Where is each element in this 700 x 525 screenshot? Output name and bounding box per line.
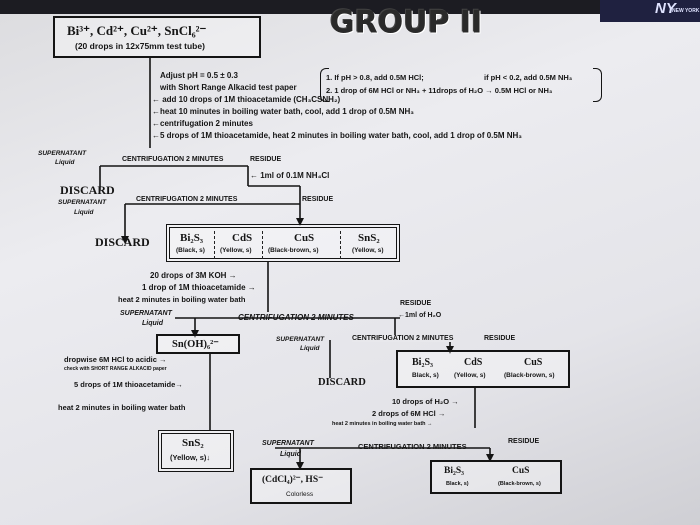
l1-liquid: Liquid (55, 159, 75, 166)
ph-note-1b: if pH < 0.2, add 0.5M NH₃ (484, 73, 573, 82)
logo-top: NY (655, 0, 676, 17)
l4-supernatant: SUPERNATANT (276, 336, 325, 343)
start-box: Bi³⁺, Cd²⁺, Cu²⁺, SnCl₆²⁻ (20 drops in 1… (53, 16, 261, 58)
residue1-1-note: (Yellow, s) (454, 372, 486, 379)
residue-box-1: Bi₂S₃ Black, s) CdS (Yellow, s) CuS (Bla… (396, 350, 570, 388)
l2-residue: RESIDUE (302, 196, 334, 203)
step-1-2: ← add 10 drops of 1M thioacetamide (CH₃C… (152, 95, 341, 104)
l4-liquid: Liquid (300, 345, 320, 352)
sulfide-3-formula: SnS₂ (358, 232, 380, 244)
tin-hydroxide-box: Sn(OH)₆²⁻ (156, 334, 240, 354)
cd-note: Colorless (286, 491, 314, 498)
residue1-0-formula: Bi₂S₃ (412, 357, 434, 368)
l1-centrifuge: CENTRIFUGATION 2 MINUTES (122, 156, 224, 163)
l4-residue: RESIDUE (484, 335, 516, 342)
step-1-1: with Short Range Alkacid test paper (160, 83, 297, 92)
step-2-2: heat 2 minutes in boiling water bath (118, 295, 246, 304)
step-1-4: ←centrifugation 2 minutes (152, 119, 253, 128)
start-note: (20 drops in 12x75mm test tube) (75, 41, 205, 51)
step-3-3: heat 2 minutes in boiling water bath (58, 403, 186, 412)
l1-discard: DISCARD (60, 183, 115, 197)
l2-centrifuge: CENTRIFUGATION 2 MINUTES (136, 196, 238, 203)
sulfide-divider-2 (262, 231, 263, 259)
sulfide-2-formula: CuS (294, 232, 315, 244)
logo-bottom: NEW YORK (672, 8, 700, 14)
residue1-2-formula: CuS (524, 357, 543, 368)
sns2-box: SnS₂ (Yellow, s)↓ (158, 430, 234, 472)
step-3-1: check with SHORT RANGE ALKACID paper (64, 366, 167, 372)
sulfide-3-note: (Yellow, s) (352, 247, 384, 254)
l3-wash: ←1ml of H₂O (398, 312, 442, 319)
l2-discard: DISCARD (95, 235, 150, 249)
cd-formula: (CdCl₄)²⁻, HS⁻ (262, 475, 324, 485)
l4-discard: DISCARD (318, 377, 366, 388)
sulfide-divider-1 (214, 231, 215, 259)
sulfide-1-note: (Yellow, s) (220, 247, 252, 254)
step-4-0: 10 drops of H₂O → (392, 397, 459, 406)
l4-centrifuge: CENTRIFUGATION 2 MINUTES (352, 335, 454, 342)
residue2-0-note: Black, s) (446, 481, 469, 487)
l2-supernatant: SUPERNATANT (58, 199, 107, 206)
l5-supernatant: SUPERNATANT (262, 440, 314, 447)
step-1-0: Adjust pH = 0.5 ± 0.3 (160, 71, 238, 80)
tin-hydroxide: Sn(OH)₆²⁻ (172, 339, 219, 350)
sulfide-2-note: (Black-brown, s) (268, 247, 319, 254)
l3-centrifuge: CENTRIFUGATION 2 MINUTES (238, 313, 354, 322)
step-1-5: ←5 drops of 1M thioacetamide, heat 2 min… (152, 131, 522, 140)
residue2-0-formula: Bi₂S₃ (444, 466, 464, 476)
l5-liquid: Liquid (280, 451, 301, 458)
step-3-0: dropwise 6M HCl to acidic → (64, 355, 167, 364)
l5-residue: RESIDUE (508, 438, 540, 445)
residue-box-2: Bi₂S₃ Black, s) CuS (Black-brown, s) (430, 460, 562, 494)
step-2-1: 1 drop of 1M thioacetamide → (142, 283, 256, 292)
sulfide-divider-3 (340, 231, 341, 259)
l1-supernatant: SUPERNATANT (38, 150, 87, 157)
l3-supernatant: SUPERNATANT (120, 310, 172, 317)
step-2-0: 20 drops of 3M KOH → (150, 271, 237, 280)
page-title: GROUP II (330, 4, 483, 41)
step-1-3: ←heat 10 minutes in boiling water bath, … (152, 107, 414, 116)
residue1-2-note: (Black-brown, s) (504, 372, 555, 379)
residue2-1-note: (Black-brown, s) (498, 481, 541, 487)
step-3-2: 5 drops of 1M thioacetamide→ (74, 380, 183, 389)
ph-note-2: 2. 1 drop of 6M HCl or NH₃ + 11drops of … (326, 86, 553, 95)
screen-bezel-right (600, 0, 700, 22)
start-ions: Bi³⁺, Cd²⁺, Cu²⁺, SnCl₆²⁻ (67, 23, 207, 38)
l5-centrifuge: CENTRIFUGATION 2 MINUTES (358, 442, 467, 451)
sns2-note: (Yellow, s)↓ (170, 453, 211, 462)
ph-note-1: 1. If pH > 0.8, add 0.5M HCl; (326, 73, 424, 82)
ph-notes-bracket (320, 68, 329, 102)
l3-residue: RESIDUE (400, 300, 432, 307)
l3-liquid: Liquid (142, 320, 163, 327)
l1-wash: ← 1ml of 0.1M NH₄Cl (250, 171, 330, 180)
sulfides-box: Bi₂S₃ (Black, s) CdS (Yellow, s) CuS (Bl… (166, 224, 400, 262)
sulfide-0-note: (Black, s) (176, 247, 205, 254)
screen-bezel (0, 0, 700, 14)
cadmium-complex-box: (CdCl₄)²⁻, HS⁻ Colorless (250, 468, 352, 504)
l1-residue: RESIDUE (250, 156, 282, 163)
residue1-0-note: Black, s) (412, 372, 439, 379)
step-4-1: 2 drops of 6M HCl → (372, 409, 446, 418)
residue2-1-formula: CuS (512, 466, 530, 476)
l2-liquid: Liquid (74, 209, 94, 216)
ph-notes-bracket-right (593, 68, 602, 102)
sulfide-1-formula: CdS (232, 232, 253, 244)
sns2-formula: SnS₂ (182, 437, 204, 449)
step-4-2: heat 2 minutes in boiling water bath → (332, 421, 433, 427)
sulfide-0-formula: Bi₂S₃ (180, 232, 204, 244)
residue1-1-formula: CdS (464, 357, 483, 368)
